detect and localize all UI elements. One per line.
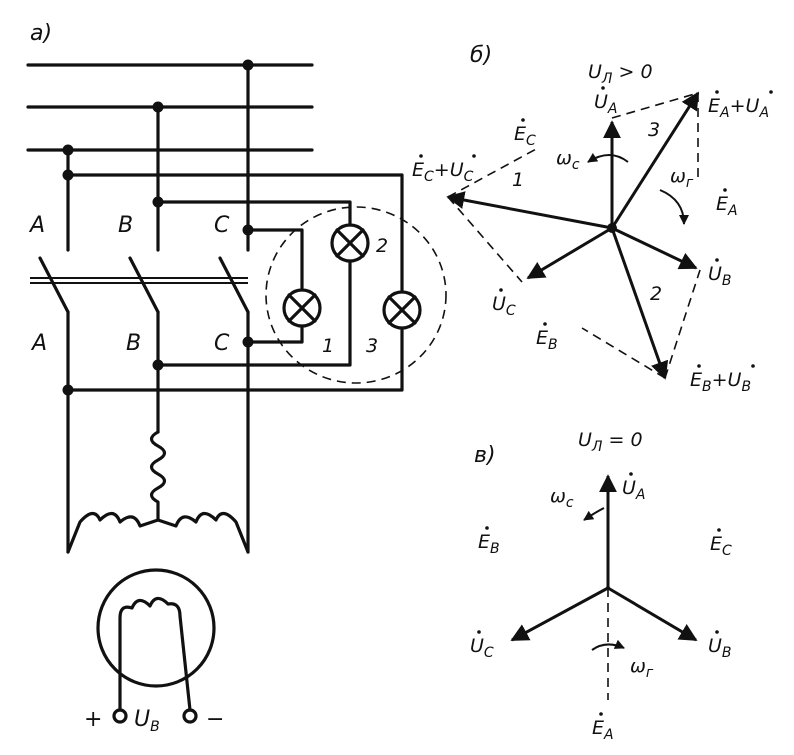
dash-ec — [447, 147, 539, 198]
triangle-number-1: 1 — [512, 169, 524, 191]
label-ec-plus-uc: EC+UC — [412, 159, 474, 185]
lamp-group-enclosure — [265, 206, 447, 384]
label-eb-c: EB — [478, 531, 500, 557]
rotor-circle — [96, 568, 216, 688]
label-omega-c-c: ωc — [550, 485, 574, 511]
lamp-2 — [330, 223, 370, 263]
phase-label-b-bottom: B — [126, 331, 141, 356]
label-omega-c-b: ωc — [556, 147, 580, 173]
excitation-voltage-label: UВ — [134, 707, 160, 735]
triangle-number-3: 3 — [648, 119, 660, 141]
label-uc-b: UC — [492, 293, 516, 319]
lamp-1 — [282, 288, 322, 328]
minus-sign: − — [206, 707, 224, 732]
vector-uc-c — [510, 586, 609, 642]
terminal-minus — [182, 708, 198, 724]
omega-c-arrow-c — [583, 507, 605, 521]
lamp-number-3: 3 — [366, 335, 378, 357]
terminal-plus — [112, 708, 128, 724]
label-ea-b: EA — [716, 193, 738, 219]
label-omega-g-c: ωг — [630, 655, 654, 681]
switch-b — [128, 256, 160, 314]
omega-g-arrow-c — [591, 639, 625, 651]
dash-uc-to-sum — [447, 196, 523, 283]
lamp3-feed-wire — [66, 173, 404, 292]
vector-uc-b — [526, 226, 613, 280]
dash-eb — [581, 327, 666, 379]
phase-label-a-bottom: A — [30, 331, 47, 356]
switch-a — [38, 256, 70, 314]
line-voltage-condition-b: UЛ > 0 — [588, 61, 653, 87]
lamp1-return-wire — [246, 326, 304, 344]
phase-label-c-top: C — [214, 213, 230, 238]
label-ua-c: UA — [622, 477, 646, 503]
lamp2-return-wire — [156, 260, 352, 367]
phasor-panel-b: б) UЛ > 0 UA EC EA+UA — [412, 43, 773, 395]
triangle-number-2: 2 — [650, 283, 662, 305]
phase-label-c-bottom: C — [214, 331, 230, 356]
vector-ub-b — [611, 226, 698, 270]
label-ub-c: UB — [708, 635, 732, 661]
label-ea-c: EA — [592, 717, 614, 743]
lamp2-feed-wire — [156, 200, 352, 227]
line-voltage-condition-c: UЛ = 0 — [578, 429, 643, 455]
plus-sign: + — [84, 707, 102, 732]
vector-ub-c — [607, 586, 698, 642]
lamp-3 — [382, 290, 422, 330]
label-ua-b: UA — [594, 91, 618, 117]
phase-label-a-top: A — [28, 213, 45, 238]
label-uc-c: UC — [470, 635, 494, 661]
phase-label-b-top: B — [118, 213, 133, 238]
phasor-origin-c — [606, 586, 610, 590]
stator-winding-c — [156, 511, 250, 554]
lamp-number-1: 1 — [322, 335, 334, 357]
phasor-panel-c: в) UЛ = 0 UA EB EC UC UB EA — [470, 429, 732, 743]
stator-winding-b — [149, 430, 167, 522]
lamp3-return-wire — [66, 328, 404, 392]
label-eb-plus-ub: EB+UB — [690, 369, 751, 395]
phasor-origin-b — [607, 223, 617, 233]
panel-label-b: б) — [470, 43, 492, 68]
circuit-panel: а) A B C A B C — [26, 21, 447, 735]
stator-winding-a — [66, 511, 160, 554]
label-ub-b: UB — [708, 263, 732, 289]
dash-ub-to-sum — [664, 269, 701, 379]
lamp-number-2: 2 — [376, 235, 388, 257]
switch-c — [218, 256, 250, 314]
vector-eb-plus-ub — [610, 227, 669, 380]
vector-ea-plus-ua — [610, 91, 700, 229]
label-ec-b: EC — [514, 123, 536, 149]
omega-c-arrow-b — [587, 152, 629, 163]
label-ec-c: EC — [710, 533, 732, 559]
omega-g-arrow-b — [659, 189, 689, 225]
vector-ec-plus-uc — [446, 191, 613, 230]
label-omega-g-b: ωг — [670, 165, 694, 191]
label-eb-b: EB — [536, 327, 558, 353]
panel-label-c: в) — [474, 443, 496, 468]
label-ea-plus-ua: EA+UA — [708, 95, 769, 121]
panel-label-a: а) — [30, 21, 52, 46]
rotor-winding — [118, 596, 192, 712]
lamp1-feed-wire — [246, 228, 304, 290]
